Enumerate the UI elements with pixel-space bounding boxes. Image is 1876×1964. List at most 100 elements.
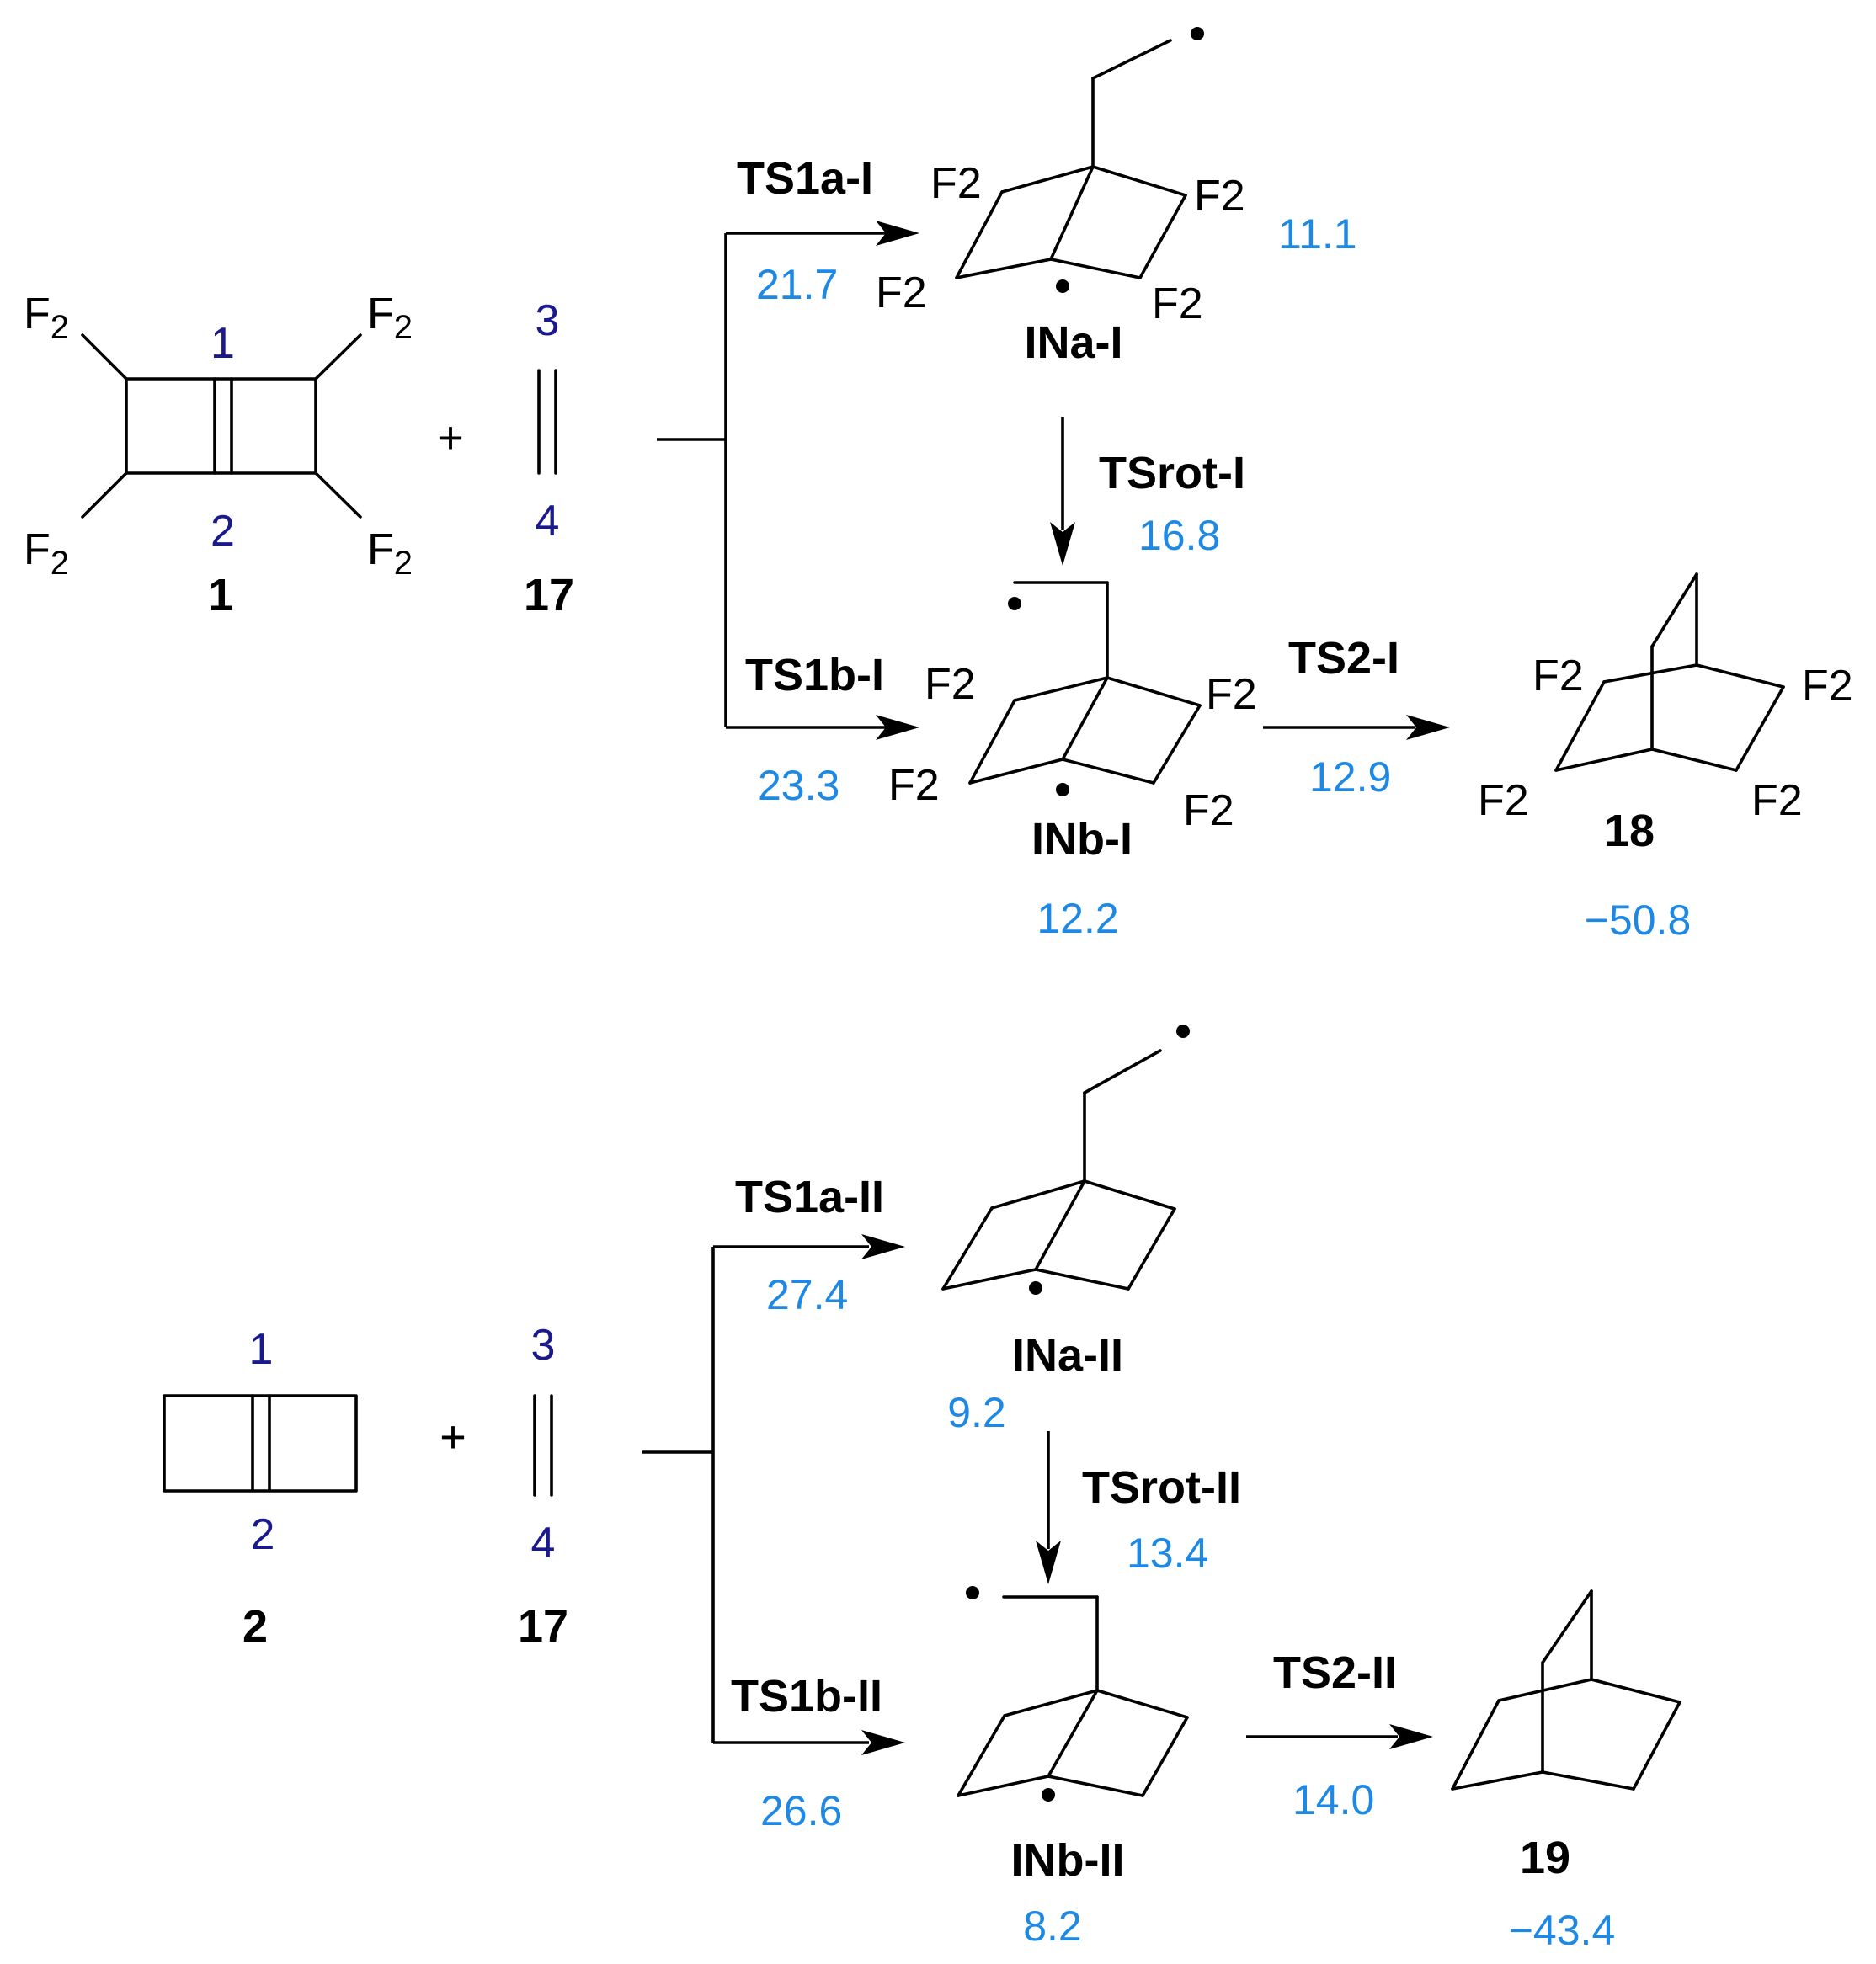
substituent-f2: F2 <box>1802 662 1853 711</box>
arrow-head <box>861 1730 905 1755</box>
energy-value: 27.4 <box>766 1271 848 1318</box>
bond <box>1091 39 1172 80</box>
bond <box>1590 1678 1681 1704</box>
bond <box>1003 1689 1099 1717</box>
radical-dot <box>966 1586 979 1599</box>
arrow-head <box>1050 522 1075 566</box>
bond <box>1497 1678 1593 1702</box>
substituent-f2: F2 <box>1532 652 1584 700</box>
radical-dot <box>1056 783 1069 796</box>
position-number: 3 <box>536 296 560 345</box>
radical-dot <box>1056 279 1069 293</box>
compound-label: 17 <box>518 1601 568 1652</box>
bond <box>1735 685 1785 772</box>
substituent-f2: F2 <box>876 269 927 317</box>
bond <box>1554 748 1654 772</box>
energy-value: 8.2 <box>1023 1903 1082 1950</box>
bond <box>81 333 128 381</box>
reactant-2-structure <box>163 1394 358 1493</box>
bond <box>1061 676 1109 761</box>
energy-value: 26.6 <box>760 1787 842 1834</box>
substituent-f2: F2 <box>1183 786 1234 835</box>
bond <box>1095 1689 1189 1719</box>
bond <box>1013 676 1109 702</box>
position-number: 3 <box>531 1321 556 1370</box>
substituent-f2: F2 <box>1206 670 1257 719</box>
arrow-head <box>1389 1724 1433 1749</box>
plus-sign: + <box>437 412 464 463</box>
substituent-f2: F2 <box>1194 172 1245 221</box>
intermediate-label: INa-II <box>1012 1330 1123 1381</box>
product-18-structure <box>1554 572 1785 772</box>
bond <box>957 1714 1006 1797</box>
substituent-f2: F2 <box>930 159 982 208</box>
ts-label: TS1a-II <box>735 1172 884 1222</box>
ts-label: TSrot-I <box>1099 448 1245 498</box>
position-number: 1 <box>249 1325 274 1374</box>
bond <box>1650 748 1738 772</box>
reactant-1-structure <box>81 333 362 519</box>
bond <box>941 1206 994 1291</box>
position-number: 2 <box>251 1510 275 1559</box>
substituent-f2: F2 <box>925 660 976 709</box>
compound-label: 2 <box>242 1601 268 1652</box>
substituent-f2: F2 <box>24 525 69 582</box>
bond <box>1541 1770 1635 1791</box>
compound-label: 18 <box>1604 806 1655 856</box>
arrow-head <box>1406 715 1450 740</box>
substituent-f2: F2 <box>367 525 413 582</box>
bond <box>1034 1179 1086 1271</box>
bond <box>314 471 362 519</box>
ts-label: TS1a-I <box>737 153 873 204</box>
ts-label: TS1b-II <box>731 1671 882 1722</box>
radical-dot <box>1008 597 1021 610</box>
energy-value: 16.8 <box>1138 512 1220 559</box>
bond <box>1047 1775 1144 1797</box>
bond <box>1049 165 1095 261</box>
ts-label: TS2-II <box>1273 1647 1397 1698</box>
position-number: 2 <box>211 507 235 556</box>
energy-value: 11.1 <box>1278 210 1357 258</box>
bond <box>163 1394 358 1493</box>
compound-label: 17 <box>524 570 574 620</box>
energy-value: 14.0 <box>1292 1776 1374 1823</box>
substituent-f2: F2 <box>24 290 69 346</box>
energy-value: 12.9 <box>1309 753 1391 801</box>
bond <box>1106 676 1202 707</box>
position-number: 1 <box>211 319 235 368</box>
arrow-head <box>876 221 919 246</box>
bond <box>1000 165 1095 194</box>
ts-label: TSrot-II <box>1082 1462 1241 1513</box>
bond <box>1091 165 1187 197</box>
bond <box>1541 1589 1593 1664</box>
substituent-f2: F2 <box>1152 279 1203 328</box>
bond <box>1632 1701 1681 1791</box>
substituent-f2: F2 <box>367 290 413 346</box>
bond <box>1127 1207 1176 1291</box>
energy-value: 21.7 <box>756 261 838 308</box>
bond <box>1650 572 1698 648</box>
bond <box>968 699 1016 785</box>
bond <box>1451 1699 1500 1791</box>
bond <box>1047 1689 1099 1778</box>
arrow-head <box>1036 1541 1061 1584</box>
substituent-f2: F2 <box>1751 776 1803 825</box>
bond <box>1049 258 1142 279</box>
compound-label: 1 <box>208 570 233 620</box>
scheme-ii: 1 2 2 + 3 4 17 TS1a-II 27.4 TS1b-II 26.6 <box>163 1025 1681 1954</box>
bond <box>1034 1268 1130 1291</box>
arrow-head <box>861 1234 905 1259</box>
bond <box>1061 758 1155 785</box>
plus-sign: + <box>440 1412 466 1462</box>
bond <box>1554 680 1606 772</box>
arrow-head <box>876 715 919 740</box>
bond <box>955 190 1004 279</box>
ts-label: TS2-I <box>1288 633 1399 684</box>
radical-dot <box>1029 1281 1042 1295</box>
bond <box>1083 1049 1162 1094</box>
product-19-structure <box>1451 1589 1681 1791</box>
substituent-f2: F2 <box>888 761 940 810</box>
intermediate-label: INb-I <box>1031 814 1133 865</box>
energy-value: 12.2 <box>1037 895 1118 942</box>
